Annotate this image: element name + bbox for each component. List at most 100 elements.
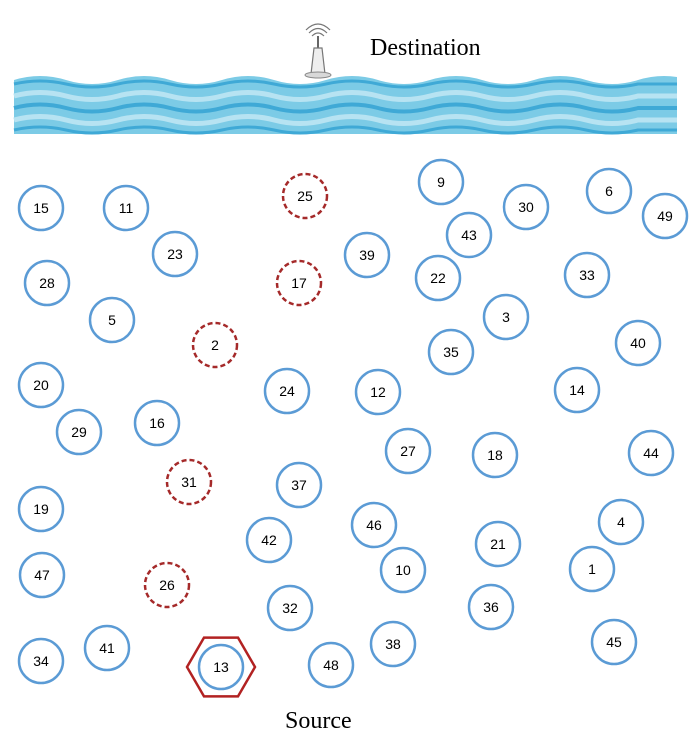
node-label: 48 <box>323 657 339 673</box>
sensor-node: 34 <box>17 637 65 685</box>
sensor-node: 49 <box>641 192 689 240</box>
node-label: 37 <box>291 477 307 493</box>
node-label: 13 <box>213 659 229 675</box>
node-circle <box>445 211 493 259</box>
node-label: 41 <box>99 640 115 656</box>
sensor-node: 40 <box>614 319 662 367</box>
node-circle <box>568 545 616 593</box>
sensor-node: 6 <box>585 167 633 215</box>
node-circle <box>467 583 515 631</box>
node-label: 17 <box>291 275 307 291</box>
node-label: 15 <box>33 200 49 216</box>
sensor-node: 37 <box>275 461 323 509</box>
sensor-node: 39 <box>343 231 391 279</box>
sensor-node: 33 <box>563 251 611 299</box>
node-label: 21 <box>490 536 506 552</box>
sensor-node: 41 <box>83 624 131 672</box>
sensor-node: 15 <box>17 184 65 232</box>
sensor-node: 42 <box>245 516 293 564</box>
malicious-node: 17 <box>275 259 323 307</box>
node-label: 2 <box>211 337 219 353</box>
node-circle <box>597 498 645 546</box>
node-circle <box>354 368 402 416</box>
node-circle <box>350 501 398 549</box>
node-circle <box>88 296 136 344</box>
node-label: 46 <box>366 517 382 533</box>
node-circle <box>17 361 65 409</box>
source-hexagon <box>185 636 257 698</box>
sensor-node: 9 <box>417 158 465 206</box>
sensor-node: 18 <box>471 431 519 479</box>
node-label: 44 <box>643 445 659 461</box>
node-label: 3 <box>502 309 510 325</box>
node-circle <box>553 366 601 414</box>
sensor-node: 5 <box>88 296 136 344</box>
malicious-node: 26 <box>143 561 191 609</box>
node-label: 26 <box>159 577 175 593</box>
node-label: 30 <box>518 199 534 215</box>
sensor-node: 4 <box>597 498 645 546</box>
node-circle <box>384 427 432 475</box>
node-label: 29 <box>71 424 87 440</box>
sensor-node: 1 <box>568 545 616 593</box>
sensor-node: 16 <box>133 399 181 447</box>
destination-label: Destination <box>370 35 481 61</box>
node-circle <box>245 516 293 564</box>
node-circle <box>275 461 323 509</box>
node-circle <box>17 637 65 685</box>
node-circle <box>143 561 191 609</box>
node-circle <box>83 624 131 672</box>
sensor-node: 43 <box>445 211 493 259</box>
node-label: 36 <box>483 599 499 615</box>
water-waves-icon <box>13 72 691 135</box>
node-circle <box>307 641 355 689</box>
node-label: 35 <box>443 344 459 360</box>
node-circle <box>614 319 662 367</box>
node-circle <box>191 321 239 369</box>
sensor-node: 32 <box>266 584 314 632</box>
sensor-node: 45 <box>590 618 638 666</box>
node-label: 31 <box>181 474 197 490</box>
node-label: 24 <box>279 383 295 399</box>
malicious-node: 25 <box>281 172 329 220</box>
node-circle <box>18 551 66 599</box>
sensor-node: 10 <box>379 546 427 594</box>
sensor-node: 27 <box>384 427 432 475</box>
sensor-node: 47 <box>18 551 66 599</box>
sensor-node: 48 <box>307 641 355 689</box>
node-circle <box>641 192 689 240</box>
sensor-node: 46 <box>350 501 398 549</box>
node-label: 1 <box>588 561 596 577</box>
node-label: 11 <box>119 200 134 216</box>
node-label: 28 <box>39 275 55 291</box>
node-label: 34 <box>33 653 49 669</box>
sensor-node: 24 <box>263 367 311 415</box>
sensor-node: 14 <box>553 366 601 414</box>
node-label: 16 <box>149 415 165 431</box>
node-circle <box>23 259 71 307</box>
sensor-node: 38 <box>369 620 417 668</box>
sensor-node: 20 <box>17 361 65 409</box>
node-label: 10 <box>395 562 411 578</box>
node-circle <box>585 167 633 215</box>
node-circle <box>133 399 181 447</box>
malicious-node: 31 <box>165 458 213 506</box>
sensor-node: 36 <box>467 583 515 631</box>
node-label: 12 <box>370 384 386 400</box>
sensor-node: 22 <box>414 254 462 302</box>
node-label: 25 <box>297 188 313 204</box>
node-label: 14 <box>569 382 585 398</box>
node-circle <box>263 367 311 415</box>
node-circle <box>281 172 329 220</box>
node-label: 27 <box>400 443 416 459</box>
node-circle <box>417 158 465 206</box>
node-circle <box>414 254 462 302</box>
node-label: 40 <box>630 335 646 351</box>
node-label: 18 <box>487 447 503 463</box>
node-circle <box>502 183 550 231</box>
node-label: 22 <box>430 270 446 286</box>
node-label: 32 <box>282 600 298 616</box>
sensor-node: 3 <box>482 293 530 341</box>
